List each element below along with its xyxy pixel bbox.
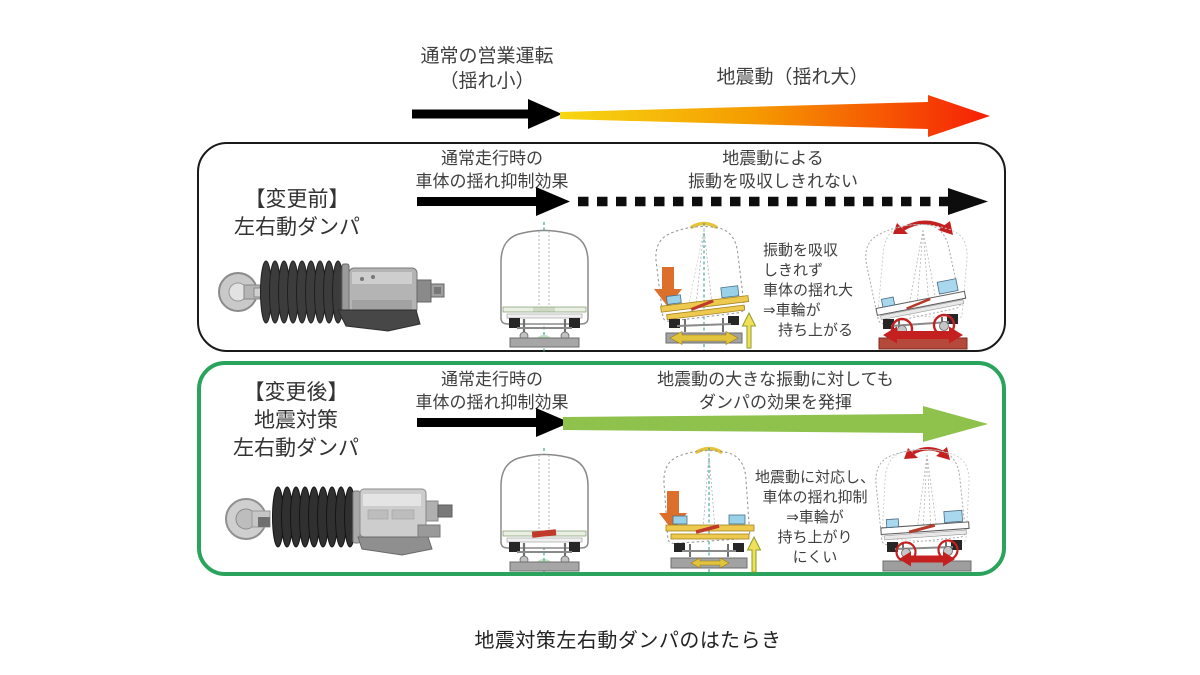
arrow-right-icon — [417, 187, 570, 216]
before-normal-effect-label: 通常走行時の 車体の揺れ抑制効果 — [415, 149, 569, 191]
train-upright-after — [500, 448, 589, 576]
train-tilting-before — [654, 221, 757, 350]
seismic-motion-label: 地震動（揺れ大） — [716, 67, 869, 88]
before-quake-effect-label: 地震動による 振動を吸収しきれない — [688, 149, 858, 191]
after-quake-effect-label: 地震動の大きな振動に対しても ダンパの効果を発揮 — [657, 370, 894, 412]
seismic-gradient-arrow-icon — [560, 95, 990, 137]
after-normal-effect-label: 通常走行時の 車体の揺れ抑制効果 — [415, 370, 569, 412]
arrow-right-icon — [417, 408, 570, 437]
before-title: 【変更前】 左右動ダンパ — [234, 188, 360, 239]
arrow-right-icon — [412, 99, 562, 129]
train-stable-after — [875, 447, 972, 572]
damper-photo-after — [225, 486, 453, 556]
dotted-arrow-right-icon — [578, 188, 988, 215]
diagram-caption: 地震対策左右動ダンパのはたらき — [474, 630, 782, 652]
after-result-note: 地震動に対応し、 車体の揺れ抑制 ⇒車輪が 持ち上がり にくい — [754, 469, 875, 566]
after-title: 【変更後】 地震対策 左右動ダンパ — [233, 381, 359, 460]
normal-operation-label: 通常の営業運転 （揺れ小） — [420, 46, 554, 92]
before-result-note: 振動を吸収 しきれず 車体の揺れ大 ⇒車輪が 持ち上がる — [763, 242, 854, 339]
train-wheel-lift-before — [865, 220, 968, 350]
train-damped-after — [659, 446, 762, 574]
damper-photo-before — [218, 260, 445, 332]
train-upright-before — [500, 222, 589, 352]
green-effect-arrow-icon — [563, 406, 988, 442]
